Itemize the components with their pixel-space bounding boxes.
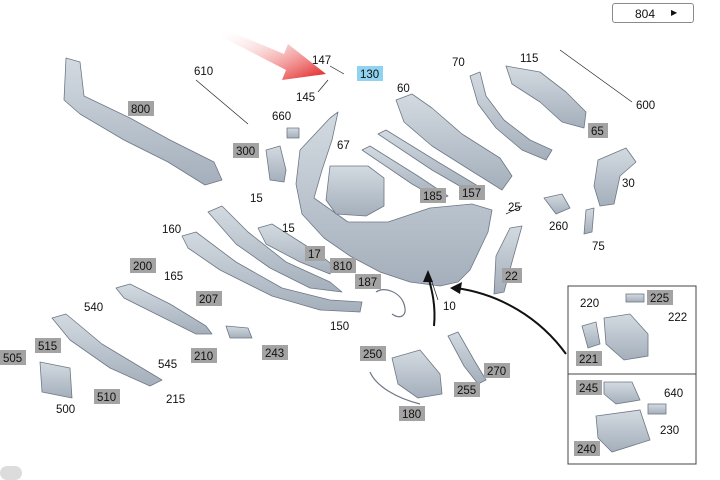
part-540-trim — [51, 313, 163, 387]
leader-25 — [505, 205, 523, 215]
leader-145 — [317, 79, 329, 93]
callout-230[interactable]: 230 — [660, 425, 679, 437]
part-225-clip — [625, 293, 645, 303]
arrowhead-right — [450, 282, 462, 294]
callout-600[interactable]: 600 — [636, 100, 655, 112]
part-67-grille — [325, 165, 385, 217]
page-nav-button[interactable]: 804 ▶ — [612, 3, 694, 23]
part-230-sensor — [647, 403, 667, 415]
callout-65[interactable]: 65 — [591, 126, 604, 138]
callout-660[interactable]: 660 — [272, 111, 291, 123]
part-75-clip — [583, 207, 595, 235]
callout-130[interactable]: 130 — [360, 69, 379, 81]
part-270-trim — [447, 331, 487, 385]
part-180-trim-line — [369, 371, 421, 405]
highlight-arrow — [220, 28, 326, 80]
callout-545[interactable]: 545 — [158, 359, 177, 371]
part-70-reinforcement — [469, 71, 553, 161]
leader-600 — [559, 49, 633, 103]
callout-221[interactable]: 221 — [579, 354, 598, 366]
callout-185[interactable]: 185 — [423, 191, 442, 203]
leader-147 — [329, 65, 345, 75]
part-200-mesh — [115, 283, 213, 335]
part-160-lower-lip — [181, 231, 363, 313]
part-22-side-strip — [493, 225, 523, 295]
callout-15-a[interactable]: 15 — [250, 193, 263, 205]
callout-207[interactable]: 207 — [199, 294, 218, 306]
callout-500[interactable]: 500 — [56, 404, 75, 416]
callout-300[interactable]: 300 — [236, 146, 255, 158]
callout-250[interactable]: 250 — [363, 349, 382, 361]
callout-255[interactable]: 255 — [457, 385, 476, 397]
callout-157[interactable]: 157 — [462, 188, 481, 200]
callout-245[interactable]: 245 — [579, 383, 598, 395]
callout-243[interactable]: 243 — [265, 348, 284, 360]
callout-10[interactable]: 10 — [443, 301, 456, 313]
callout-210[interactable]: 210 — [194, 351, 213, 363]
part-221-bracket — [581, 321, 601, 349]
callout-222[interactable]: 222 — [668, 312, 687, 324]
leader-610 — [195, 79, 249, 125]
part-250-fog-frame — [391, 349, 443, 399]
callout-225[interactable]: 225 — [650, 293, 669, 305]
part-30-side-bracket — [593, 147, 637, 207]
callout-145[interactable]: 145 — [296, 92, 315, 104]
callout-165[interactable]: 165 — [164, 271, 183, 283]
part-243-piece — [225, 325, 253, 339]
tag-bg-130 — [357, 66, 383, 81]
part-10-bumper-cover — [295, 111, 493, 287]
callout-15-b[interactable]: 15 — [282, 223, 295, 235]
part-185-strip — [361, 145, 449, 201]
part-660-clip — [286, 127, 300, 139]
callout-180[interactable]: 180 — [402, 409, 421, 421]
callout-187[interactable]: 187 — [358, 277, 377, 289]
callout-240[interactable]: 240 — [577, 444, 596, 456]
callout-150[interactable]: 150 — [330, 321, 349, 333]
callout-800[interactable]: 800 — [131, 104, 150, 116]
callout-215[interactable]: 215 — [166, 394, 185, 406]
callout-270[interactable]: 270 — [487, 366, 506, 378]
part-300-bracket — [265, 145, 287, 183]
callout-70[interactable]: 70 — [452, 57, 465, 69]
callout-610[interactable]: 610 — [194, 66, 213, 78]
callout-220[interactable]: 220 — [580, 298, 599, 310]
callout-147[interactable]: 147 — [312, 55, 331, 67]
part-15-lower-panel — [207, 205, 343, 293]
callout-67[interactable]: 67 — [337, 140, 350, 152]
next-page-icon: ▶ — [671, 8, 678, 17]
page-number: 804 — [635, 7, 656, 21]
callout-200[interactable]: 200 — [133, 261, 152, 273]
callout-640[interactable]: 640 — [664, 388, 683, 400]
callout-810[interactable]: 810 — [333, 261, 352, 273]
part-60-crossmember — [395, 93, 513, 191]
callout-75[interactable]: 75 — [592, 241, 605, 253]
callout-510[interactable]: 510 — [97, 392, 116, 404]
part-260-bracket — [543, 193, 571, 215]
callout-22[interactable]: 22 — [505, 271, 518, 283]
part-800-diffuser — [63, 57, 223, 186]
callout-260[interactable]: 260 — [549, 221, 568, 233]
inset-detail-box — [567, 285, 697, 465]
callout-17[interactable]: 17 — [308, 249, 321, 261]
callout-160[interactable]: 160 — [162, 224, 181, 236]
part-187-ring — [375, 289, 406, 318]
callout-505[interactable]: 505 — [3, 353, 22, 365]
arrowhead-center — [423, 270, 433, 282]
callout-25[interactable]: 25 — [508, 202, 521, 214]
part-245-housing — [603, 381, 641, 405]
callout-115[interactable]: 115 — [520, 53, 538, 65]
part-240-housing — [595, 409, 651, 453]
callout-30[interactable]: 30 — [622, 178, 635, 190]
callout-540[interactable]: 540 — [84, 302, 103, 314]
callout-60[interactable]: 60 — [397, 83, 410, 95]
part-500-plate-bracket — [39, 361, 73, 399]
corner-shape — [0, 466, 22, 480]
part-220-grille — [603, 313, 649, 361]
part-115-bracket — [505, 65, 587, 129]
pointer-arrow-right — [455, 287, 567, 355]
callout-515[interactable]: 515 — [38, 341, 57, 353]
